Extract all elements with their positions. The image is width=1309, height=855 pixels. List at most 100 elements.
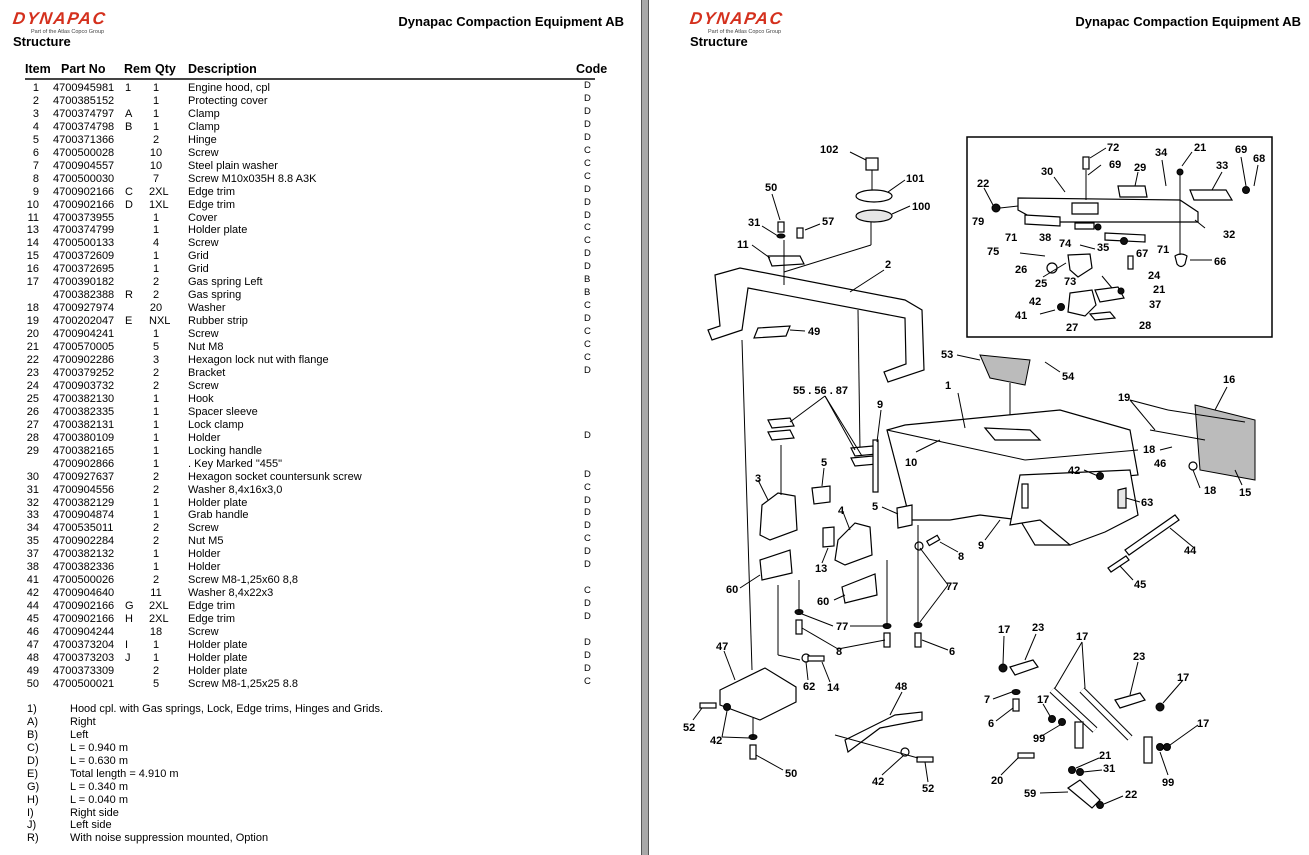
callout: 59 [1024, 788, 1036, 800]
col-item: Item [25, 62, 51, 76]
washer-77d [914, 541, 924, 551]
callout: 1 [945, 380, 951, 392]
callout: 10 [905, 457, 917, 469]
remark-key: J) [27, 819, 37, 832]
holder-plate-49 [753, 325, 791, 339]
callout: 50 [765, 182, 777, 194]
quantity: 1 [152, 94, 160, 107]
screw-14 [807, 655, 825, 662]
part-number: 4700379252 [53, 366, 115, 379]
remark-key: A) [27, 715, 38, 728]
part-number: 4700902866 [53, 457, 115, 470]
description: Gas spring Left [188, 276, 263, 289]
quantity: 2 [152, 289, 160, 302]
quantity: 2 [152, 379, 160, 392]
quantity: 4 [152, 237, 160, 250]
item-number: 11 [27, 211, 39, 224]
callout: 71 [1157, 244, 1169, 256]
bracket-23b [1114, 692, 1146, 709]
callout: 54 [1062, 371, 1075, 383]
description: Grab handle [188, 509, 249, 522]
part-number: 4700374799 [53, 224, 115, 237]
section-title: Structure [690, 34, 748, 49]
item-number: 13 [26, 224, 39, 237]
item-number: 27 [26, 418, 39, 431]
quantity: 10 [149, 146, 163, 159]
nut-67 [1120, 237, 1128, 245]
callout: 15 [1239, 487, 1251, 499]
screw-50 [777, 221, 785, 233]
description: Edge trim [188, 198, 236, 211]
quantity: 1 [152, 651, 160, 664]
quantity: 2XL [149, 600, 169, 613]
code: D [584, 468, 591, 480]
item-number: 26 [26, 405, 39, 418]
code: C [584, 157, 591, 169]
hood-fender [1009, 469, 1139, 546]
remark: J [125, 651, 131, 664]
description: Nut M8 [188, 341, 224, 354]
quantity: 1 [152, 250, 160, 263]
quantity: 2 [152, 133, 160, 146]
callout: 11 [737, 239, 749, 251]
callout: 77 [836, 621, 848, 633]
block-60a [759, 549, 793, 581]
callout: 45 [1134, 579, 1146, 591]
part-number: 4700371366 [53, 133, 115, 146]
block-60b [841, 573, 878, 604]
quantity: 1 [152, 224, 160, 237]
parts-table-header: Item Part No Rem Qty Description Code [25, 62, 607, 80]
code: D [584, 662, 591, 674]
part-number: 4700500030 [53, 172, 115, 185]
callout: 99 [1162, 777, 1174, 789]
screw-8c [925, 534, 941, 547]
part-number: 4700382131 [53, 418, 115, 431]
part-number: 4700500021 [53, 677, 115, 690]
remark-text: Right side [70, 806, 119, 819]
quantity: 1 [152, 561, 160, 574]
nut-17c [1048, 715, 1056, 723]
part-number: 4700382132 [53, 548, 115, 561]
screw-52b [916, 756, 934, 763]
part-number: 4700904241 [53, 328, 115, 341]
part-number: 4700904640 [53, 587, 115, 600]
code: C [584, 222, 591, 234]
callout: 66 [1214, 256, 1226, 268]
description: . Key Marked "455" [188, 457, 283, 470]
nut-22 [1096, 801, 1104, 809]
stay-59 [1066, 779, 1101, 809]
dynapac-logo: DYNAPAC Part of the Atlas Copco Group [12, 9, 133, 35]
part-number: 4700382130 [53, 392, 115, 405]
callout: 57 [822, 216, 834, 228]
nut-35 [1094, 223, 1102, 231]
callout: 17 [998, 624, 1010, 636]
quantity: 1 [152, 548, 160, 561]
washer-31 [1076, 768, 1084, 776]
description: Edge trim [188, 600, 236, 613]
callout: 23 [1032, 622, 1044, 634]
code: C [584, 585, 591, 597]
code: D [584, 507, 591, 519]
code: D [584, 248, 591, 260]
description: Washer 8,4x16x3,0 [188, 483, 283, 496]
item-number: 16 [26, 263, 39, 276]
callout: 26 [1015, 264, 1027, 276]
callout: 69 [1109, 159, 1121, 171]
callout: 4 [838, 505, 845, 517]
callout: 55 . 56 . 87 [793, 385, 848, 397]
part-number: 4700382388 [53, 289, 115, 302]
callout: 25 [1035, 278, 1047, 290]
callout: 68 [1253, 153, 1265, 165]
description: Hook [188, 392, 214, 405]
screw-6 [914, 632, 922, 648]
